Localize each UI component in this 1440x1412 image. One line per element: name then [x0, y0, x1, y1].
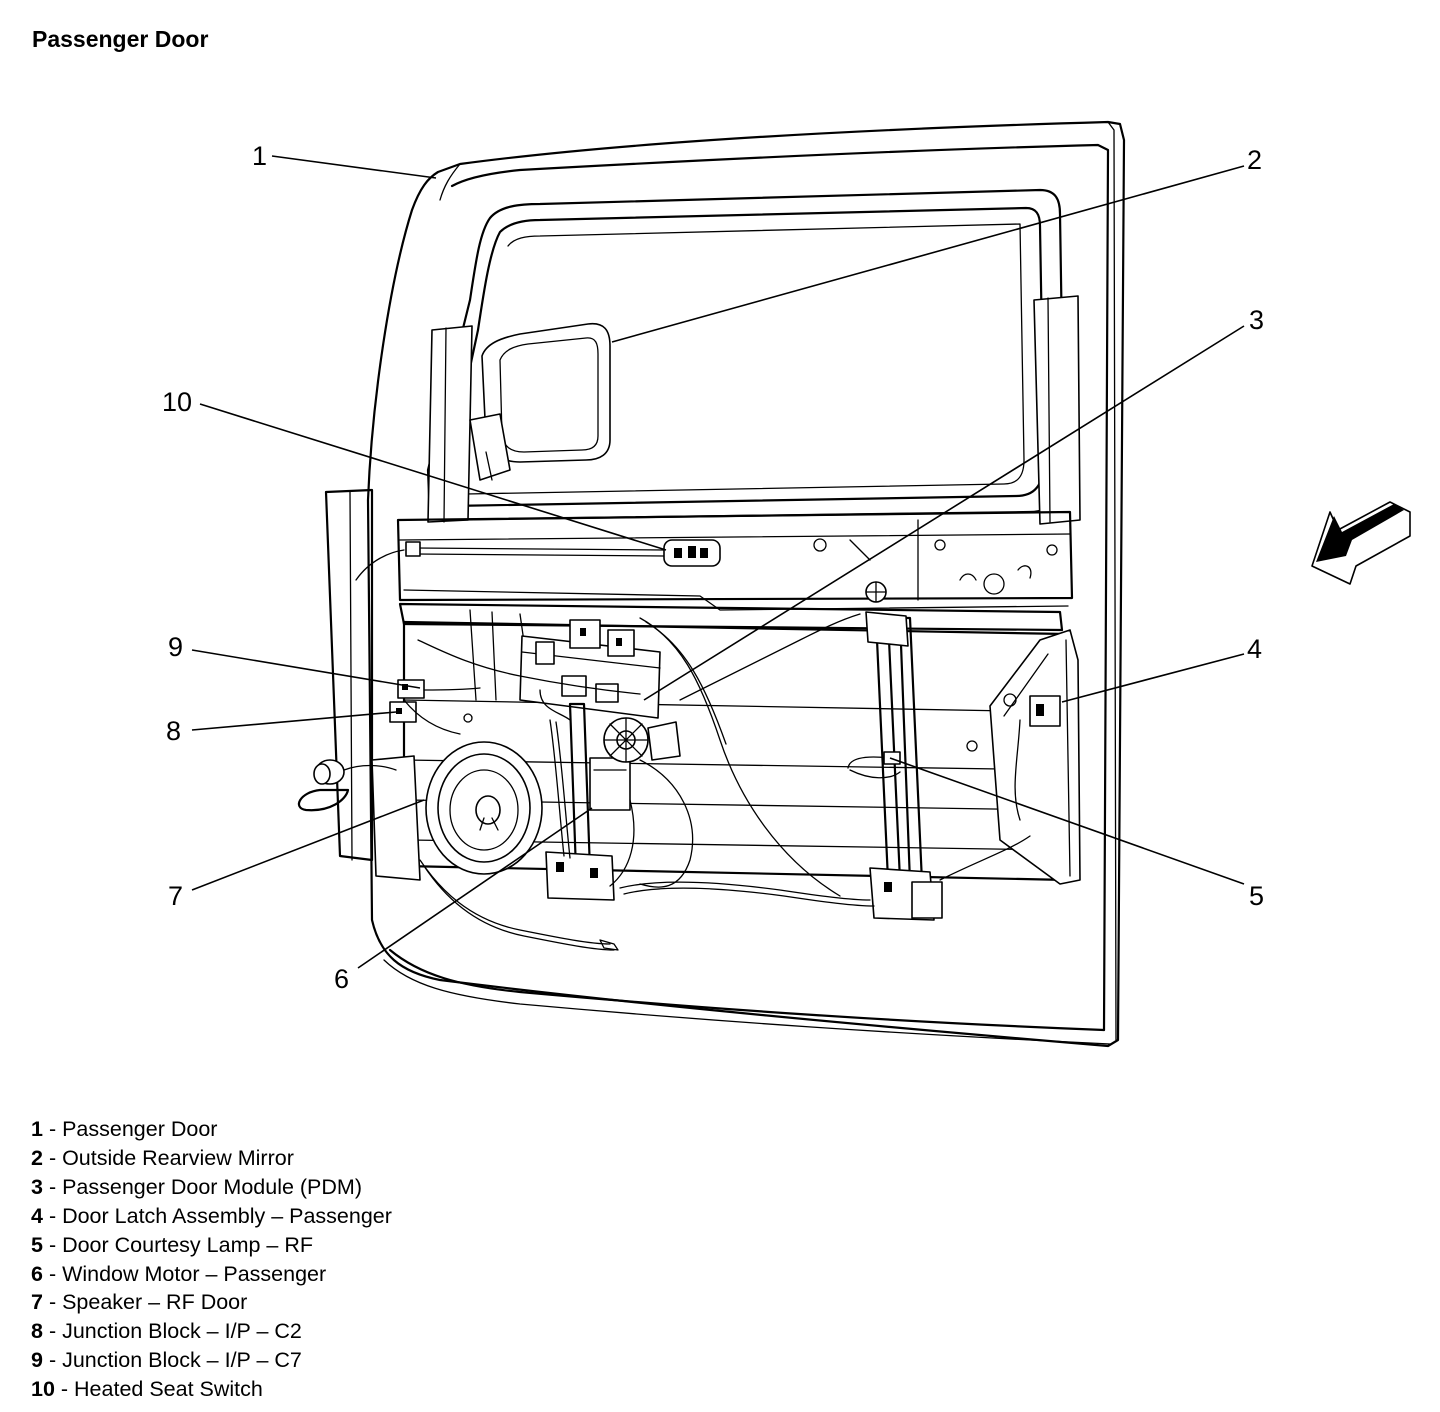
legend-item: 5 - Door Courtesy Lamp – RF [31, 1231, 392, 1260]
callout-7: 7 [168, 881, 183, 911]
legend-text: - Junction Block – I/P – C7 [42, 1348, 302, 1373]
outside-rearview-mirror [469, 322, 611, 481]
legend-text: - Door Courtesy Lamp – RF [42, 1232, 313, 1257]
legend-item: 2 - Outside Rearview Mirror [31, 1144, 392, 1173]
callout-8: 8 [166, 716, 181, 746]
speaker [371, 741, 543, 881]
legend-item: 10 - Heated Seat Switch [31, 1375, 392, 1404]
page-title: Passenger Door [32, 26, 209, 52]
legend-number: 8 [31, 1319, 43, 1344]
callout-6: 6 [334, 964, 349, 994]
legend-number: 1 [31, 1117, 43, 1141]
legend-number: 3 [31, 1174, 43, 1199]
callout-5: 5 [1249, 881, 1264, 911]
callout-9: 9 [168, 632, 183, 662]
legend-number: 2 [31, 1145, 43, 1170]
legend-item: 6 - Window Motor – Passenger [31, 1260, 392, 1289]
legend-text: - Heated Seat Switch [54, 1377, 263, 1402]
legend-text: - Outside Rearview Mirror [42, 1145, 294, 1170]
legend-text: - Passenger Door [42, 1117, 218, 1141]
callout-10: 10 [162, 387, 192, 417]
wiring-harness [403, 613, 1031, 951]
callout-4: 4 [1247, 634, 1262, 664]
legend-item: 1 - Passenger Door [31, 1115, 392, 1144]
door-shell [366, 120, 1126, 1048]
component-legend: 1 - Passenger Door 2 - Outside Rearview … [31, 1115, 392, 1404]
passenger-door-diagram: 1 2 3 4 5 6 7 8 9 10 [162, 120, 1411, 1048]
legend-item: 4 - Door Latch Assembly – Passenger [31, 1202, 392, 1231]
legend-number: 6 [31, 1261, 43, 1286]
callout-labels: 1 2 3 4 5 6 7 8 9 10 [162, 141, 1264, 994]
window-frame [426, 188, 1081, 525]
heated-seat-switch [355, 539, 721, 581]
legend-item: 3 - Passenger Door Module (PDM) [31, 1173, 392, 1202]
legend-text: - Window Motor – Passenger [42, 1261, 327, 1286]
leader-lines [191, 155, 1245, 969]
callout-3: 3 [1249, 305, 1264, 335]
callout-2: 2 [1247, 145, 1262, 175]
callout-1: 1 [252, 141, 267, 171]
legend-text: - Speaker – RF Door [42, 1290, 248, 1315]
legend-item: 8 - Junction Block – I/P – C2 [31, 1317, 392, 1346]
legend-number: 4 [31, 1203, 43, 1228]
legend-number: 7 [31, 1290, 43, 1315]
legend-text: - Passenger Door Module (PDM) [42, 1174, 362, 1199]
inner-panel [324, 488, 1074, 862]
view-direction-arrow-icon [1311, 501, 1411, 585]
door-latch-assembly [989, 629, 1081, 885]
legend-text: - Junction Block – I/P – C2 [42, 1319, 302, 1344]
door-courtesy-lamp [847, 751, 901, 769]
legend-item: 7 - Speaker – RF Door [31, 1288, 392, 1317]
legend-number: 9 [31, 1348, 43, 1373]
legend-item: 9 - Junction Block – I/P – C7 [31, 1346, 392, 1375]
passenger-door-module [519, 619, 661, 721]
window-regulator [545, 611, 943, 921]
wiring-grommet [297, 759, 397, 812]
window-motor [589, 717, 681, 811]
legend-number: 10 [31, 1377, 55, 1402]
legend-number: 5 [31, 1232, 43, 1257]
legend-text: - Door Latch Assembly – Passenger [42, 1203, 392, 1228]
